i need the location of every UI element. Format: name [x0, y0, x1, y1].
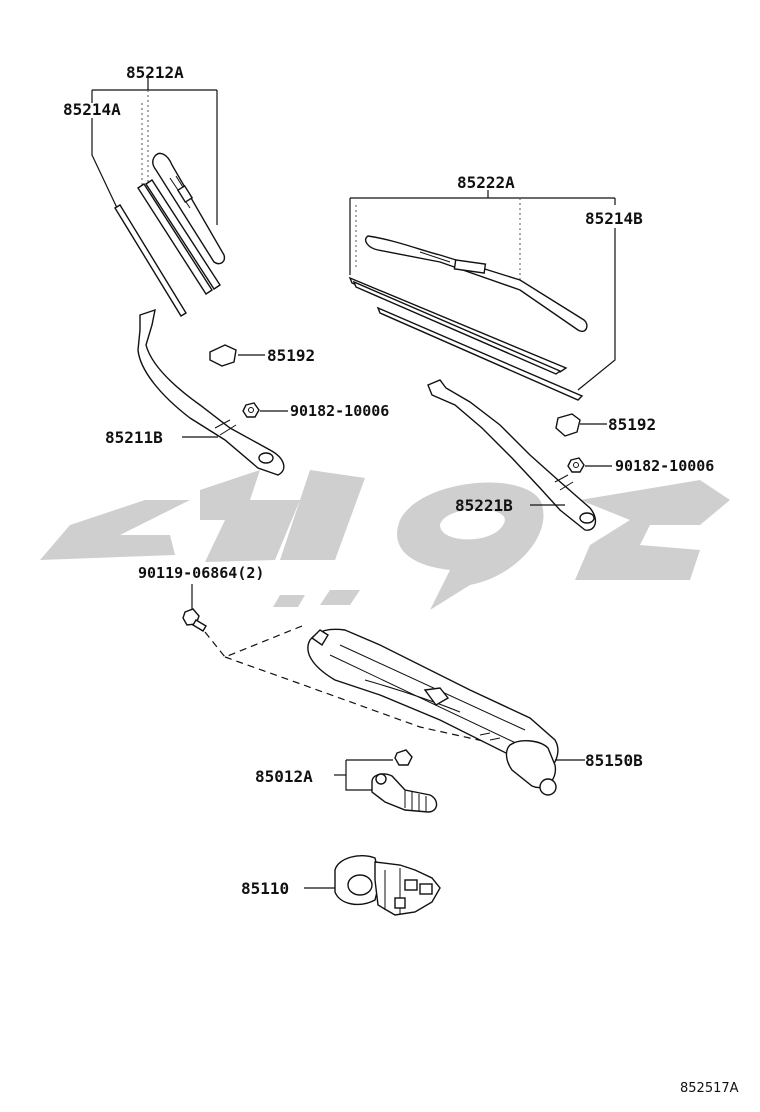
label-90182-right: 90182-10006 — [615, 457, 714, 475]
blade-group-left — [91, 78, 226, 317]
label-85214B: 85214B — [585, 209, 643, 228]
label-85211B: 85211B — [105, 428, 163, 447]
label-85012A: 85012A — [255, 767, 313, 786]
label-85150B: 85150B — [585, 751, 643, 770]
wiper-arm-left — [137, 308, 288, 476]
label-85192-right: 85192 — [608, 415, 656, 434]
wiper-motor — [304, 854, 441, 916]
label-90119: 90119-06864(2) — [138, 564, 264, 582]
label-85222A: 85222A — [457, 173, 515, 192]
wiper-arm-right — [427, 379, 612, 531]
blade-group-right — [348, 190, 616, 401]
label-85110: 85110 — [241, 879, 289, 898]
label-85221B: 85221B — [455, 496, 513, 515]
label-85192-left: 85192 — [267, 346, 315, 365]
watermark-logo — [40, 470, 730, 610]
crank-arm — [334, 749, 438, 813]
figure-ref-number: 852517A — [680, 1081, 739, 1096]
label-85212A: 85212A — [126, 63, 184, 82]
label-90182-left: 90182-10006 — [290, 402, 389, 420]
label-85214A: 85214A — [63, 100, 121, 119]
linkage-assembly: 90119-06864(2) — [138, 564, 585, 796]
